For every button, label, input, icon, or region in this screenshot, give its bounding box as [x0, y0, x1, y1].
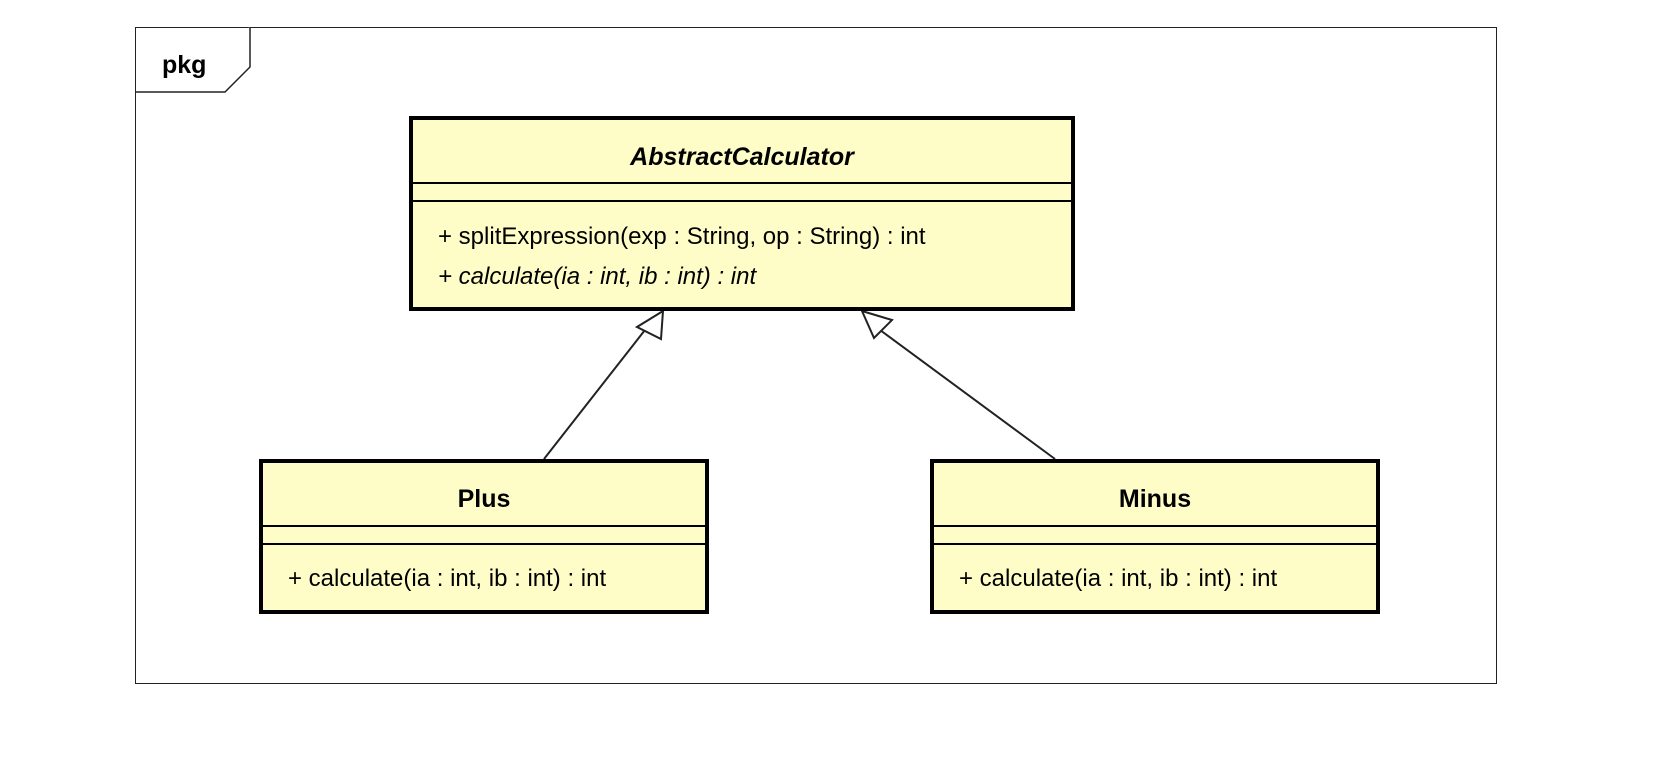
class-name: Plus: [457, 485, 511, 513]
operation-compartment: + calculate(ia : int, ib : int) : int: [934, 545, 1376, 599]
operation-calculate: + calculate(ia : int, ib : int) : int: [959, 565, 1278, 592]
attribute-compartment: [263, 525, 705, 545]
attribute-compartment: [413, 182, 1071, 202]
class-plus[interactable]: Plus + calculate(ia : int, ib : int) : i…: [259, 459, 709, 614]
package-frame: [135, 27, 1497, 684]
operation-split-expression: + splitExpression(exp : String, op : Str…: [438, 223, 926, 250]
operation-compartment: + splitExpression(exp : String, op : Str…: [413, 202, 1071, 297]
operation-calculate-abstract: + calculate(ia : int, ib : int) : int: [438, 263, 757, 290]
operation-compartment: + calculate(ia : int, ib : int) : int: [263, 545, 705, 599]
attribute-compartment: [934, 525, 1376, 545]
generalization-arrowhead-minus: [860, 309, 894, 340]
generalization-arrowhead-plus: [634, 309, 665, 341]
package-tab-outline: [135, 27, 251, 93]
class-minus[interactable]: Minus + calculate(ia : int, ib : int) : …: [930, 459, 1380, 614]
package-label: pkg: [162, 51, 207, 79]
operation-calculate: + calculate(ia : int, ib : int) : int: [288, 565, 607, 592]
class-abstract-calculator[interactable]: AbstractCalculator + splitExpression(exp…: [409, 116, 1075, 311]
generalization-line-plus: [543, 320, 653, 460]
generalization-line-minus: [879, 329, 1056, 460]
class-name: AbstractCalculator: [630, 143, 854, 171]
class-name: Minus: [1118, 485, 1192, 513]
